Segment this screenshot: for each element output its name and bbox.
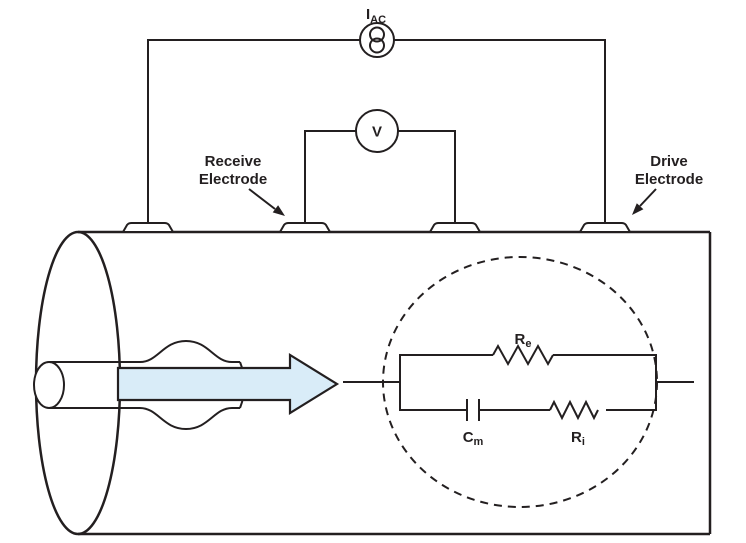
resistor-re-symbol: [492, 343, 554, 367]
drive-electrode-label-line2: Electrode: [635, 171, 703, 188]
receive-electrode-label-line1: Receive: [205, 153, 262, 170]
flow-arrow: [116, 353, 340, 415]
electrode-pads: [121, 222, 632, 233]
current-source-inner-circle-bottom: [369, 37, 385, 54]
voltage-wiring: [304, 130, 456, 223]
drive-pointer-arrowhead: [632, 203, 644, 215]
voltmeter-label: V: [372, 124, 382, 141]
voltage-wire-right: [398, 130, 456, 223]
drive-electrode-callout: Drive Electrode: [632, 153, 703, 215]
vessel-left-cap: [33, 361, 65, 409]
vessel-bottom-outline: [49, 407, 240, 431]
voltmeter-symbol: V: [355, 109, 399, 153]
cell-membrane-dashed-ellipse: [382, 256, 658, 508]
drive-pointer-line: [639, 188, 657, 207]
current-loop-wire-right: [394, 39, 606, 223]
receive-pointer-arrowhead: [272, 205, 285, 216]
cm-label: Cm: [463, 429, 484, 448]
receive-pointer-line: [248, 188, 276, 210]
ac-current-source-symbol: [359, 22, 395, 58]
receive-electrode-label-line2: Electrode: [199, 171, 267, 188]
current-source-outer-circle: [359, 22, 395, 58]
ri-label: Ri: [571, 429, 585, 448]
receive-electrode-pad: [278, 222, 332, 233]
receive-electrode-callout: Receive Electrode: [199, 153, 285, 216]
iac-label: IAC: [366, 6, 386, 26]
current-source-inner-circle-top: [369, 26, 385, 43]
vessel: [33, 339, 246, 431]
electrode-pad-mid-right: [428, 222, 482, 233]
capacitor-cm-symbol: [466, 399, 480, 421]
vessel-top-outline: [49, 339, 240, 363]
drive-electrode-label-line1: Drive: [650, 153, 688, 170]
voltmeter-circle: [355, 109, 399, 153]
drive-electrode-pad: [578, 222, 632, 233]
re-label: Re: [515, 331, 532, 350]
electrode-pad-far-left: [121, 222, 175, 233]
current-loop-wire-left: [147, 39, 360, 223]
equivalent-circuit: Re Cm Ri: [343, 331, 694, 448]
resistor-ri-symbol: [549, 399, 599, 421]
current-loop-wiring: [147, 39, 606, 223]
voltage-wire-left: [304, 130, 356, 223]
